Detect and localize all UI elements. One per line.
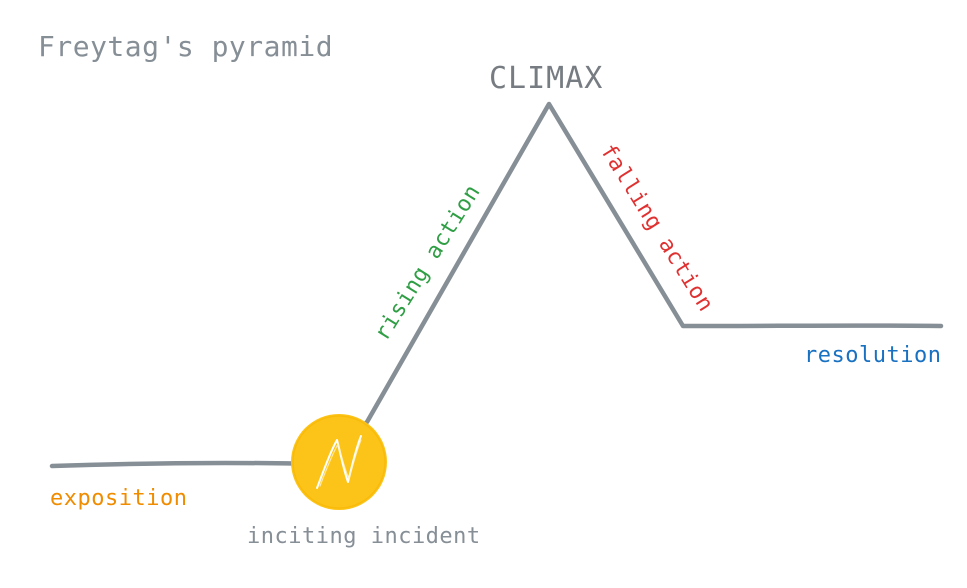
- inciting-incident-label: inciting incident: [247, 524, 481, 549]
- rising-action-label: rising action: [370, 180, 486, 345]
- diagram-title: Freytag's pyramid: [38, 30, 333, 63]
- climax-label: CLIMAX: [489, 61, 603, 96]
- exposition-label: exposition: [50, 486, 187, 511]
- lightning-icon: [316, 435, 362, 489]
- falling-action-label: falling action: [595, 140, 718, 316]
- resolution-label: resolution: [804, 343, 941, 368]
- pyramid-line: [49, 101, 944, 469]
- inciting-incident-marker: [291, 414, 387, 510]
